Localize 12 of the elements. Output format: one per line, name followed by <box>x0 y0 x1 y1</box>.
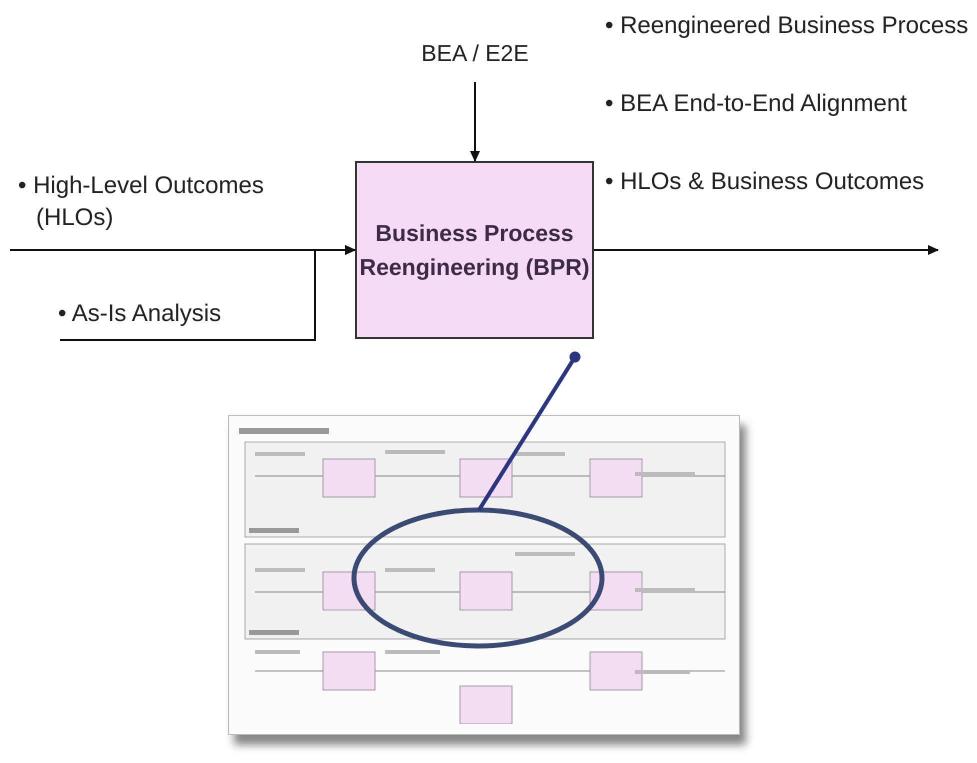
output-label: • HLOs & Business Outcomes <box>605 167 926 197</box>
arrow <box>60 245 356 341</box>
output-label: • Reengineered Business Process <box>605 11 970 41</box>
arrow <box>470 82 480 162</box>
highlight-ellipse <box>351 507 605 649</box>
edge-label: • As-Is Analysis <box>58 299 222 329</box>
edge-label: • High-Level Outcomes (HLOs) <box>18 171 265 234</box>
leader-line <box>477 352 580 512</box>
arrow <box>594 245 939 255</box>
output-label: • BEA End-to-End Alignment <box>605 89 908 119</box>
input-label: BEA / E2E <box>390 40 560 82</box>
process-box: Business Process Reengineering (BPR) <box>355 161 594 339</box>
